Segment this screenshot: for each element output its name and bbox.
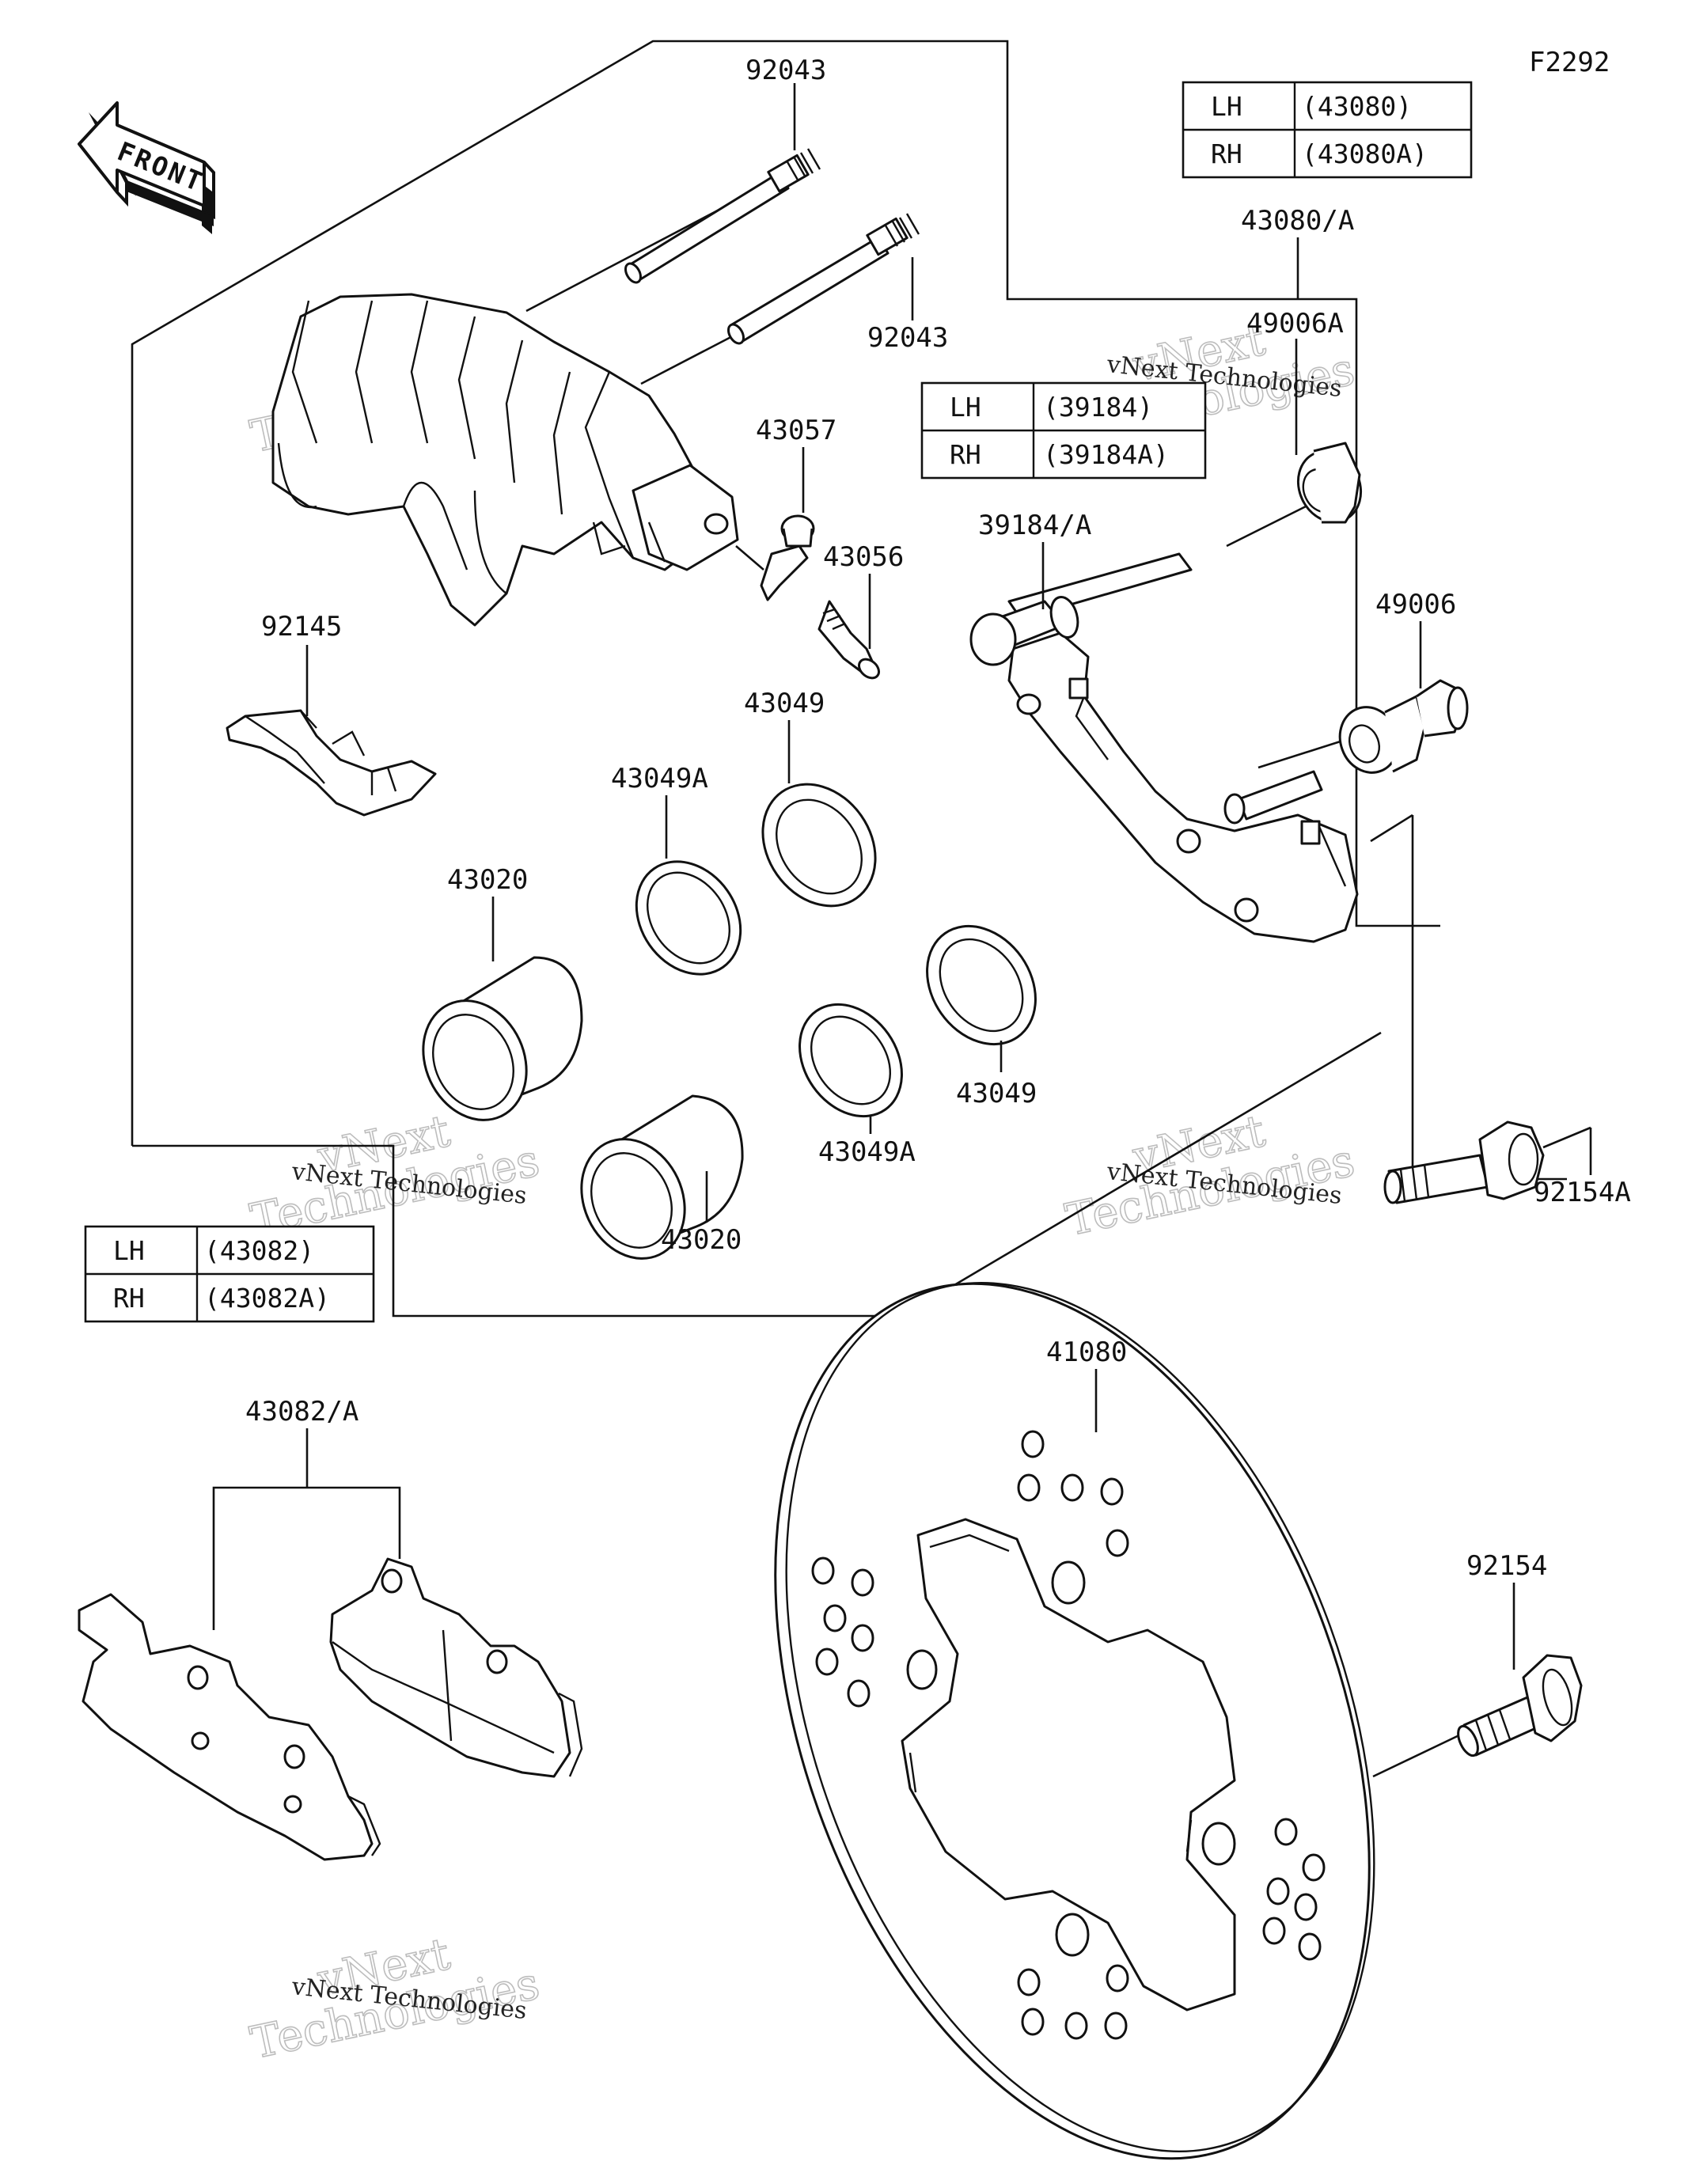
part-label: 43049A [611, 763, 708, 794]
part-label: 43049 [744, 688, 825, 719]
part-label: 43020 [447, 864, 528, 896]
part-label: 49006 [1375, 589, 1456, 620]
part-label: 43020 [661, 1224, 742, 1256]
piston-lower [580, 1094, 744, 1260]
pads-lh-rh-table: LH (43082) RH (43082A) [84, 1225, 375, 1323]
bracket-bolt [1383, 1120, 1545, 1204]
front-arrow-icon: FRONT [78, 101, 215, 234]
table-cell-side: RH [1211, 138, 1242, 169]
table-cell-code: (39184A) [1043, 439, 1169, 470]
dust-seal-upper [635, 860, 742, 976]
piston-seal-upper [761, 783, 877, 908]
dust-seal-bracket [1226, 442, 1363, 548]
part-label: 41080 [1046, 1337, 1127, 1368]
pad-spring [226, 709, 437, 817]
part-label: 43080/A [1241, 205, 1354, 237]
figure-code: F2292 [1529, 47, 1610, 78]
table-cell-code: (43082A) [204, 1283, 330, 1314]
part-label: 92154A [1534, 1177, 1631, 1208]
caliper-bracket [969, 552, 1359, 943]
piston-upper [422, 956, 583, 1121]
slide-pin-boot [1257, 679, 1469, 774]
slide-pin-lower [640, 213, 920, 385]
table-cell-side: RH [950, 439, 981, 470]
part-label: 92145 [261, 611, 342, 643]
part-label: 92043 [867, 322, 948, 354]
piston-seal-lower [926, 924, 1037, 1046]
table-cell-code: (43080) [1302, 91, 1412, 122]
table-cell-code: (43082) [204, 1235, 314, 1266]
table-cell-side: LH [1211, 91, 1242, 122]
holder-lh-rh-table: LH (39184) RH (39184A) [920, 381, 1207, 480]
brake-pad-left [78, 1593, 381, 1861]
slide-pin-upper [525, 148, 821, 313]
dust-seal-lower [798, 1003, 903, 1118]
disc-bolt [1372, 1654, 1583, 1778]
table-cell-side: RH [113, 1283, 145, 1314]
table-cell-side: LH [113, 1235, 145, 1266]
brake-pad-right [329, 1557, 583, 1778]
bleeder-cap [735, 514, 815, 601]
part-label: 39184/A [978, 510, 1091, 541]
part-label: 92043 [745, 55, 826, 86]
part-label: 92154 [1466, 1550, 1547, 1582]
table-cell-code: (39184) [1043, 392, 1153, 423]
part-label: 43056 [823, 541, 904, 573]
part-label: 43049 [956, 1078, 1037, 1109]
part-labels: 92043 92043 43080/A 49006A 43057 43056 3… [212, 55, 1631, 1670]
caliper-assembly-frame [131, 40, 1440, 1318]
table-cell-code: (43080A) [1302, 138, 1428, 169]
table-cell-side: LH [950, 392, 981, 423]
part-label: 43082/A [245, 1396, 358, 1428]
bleeder-valve [817, 600, 881, 680]
part-label: 43057 [756, 415, 836, 446]
brake-disc [774, 1282, 1375, 2160]
part-label: 49006A [1246, 308, 1344, 339]
caliper-body [271, 293, 739, 627]
part-label: 43049A [818, 1136, 916, 1168]
disc-vent-holes [811, 1430, 1326, 2040]
caliper-lh-rh-table: LH (43080) RH (43080A) [1182, 81, 1473, 179]
